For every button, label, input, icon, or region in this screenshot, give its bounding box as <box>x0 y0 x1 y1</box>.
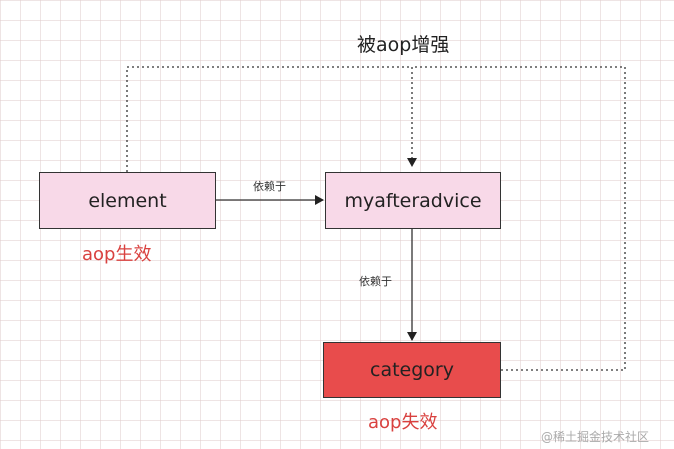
edge-label-myafteradvice-category: 依赖于 <box>359 275 392 288</box>
enhance-line-element <box>126 66 417 172</box>
status-label-element: aop生效 <box>82 244 152 265</box>
node-category[interactable]: category <box>323 342 501 398</box>
node-element[interactable]: element <box>39 172 216 229</box>
edge-label-element-myafteradvice: 依赖于 <box>253 180 286 193</box>
node-myafteradvice[interactable]: myafteradvice <box>325 172 501 229</box>
diagram-title: 被aop增强 <box>357 34 450 56</box>
enhance-line-category <box>412 66 626 371</box>
status-label-category: aop失效 <box>368 412 438 433</box>
watermark: @稀土掘金技术社区 <box>541 430 650 444</box>
